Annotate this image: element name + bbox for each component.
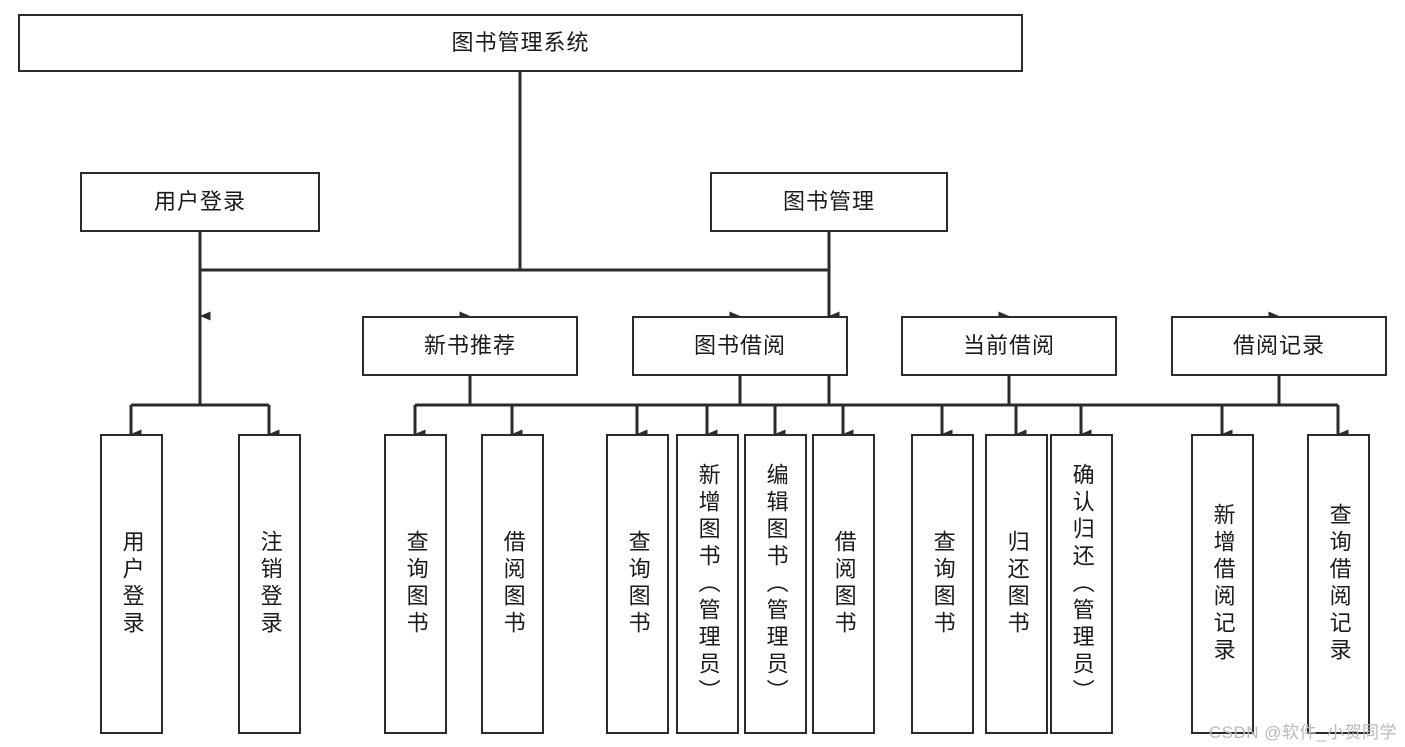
node-current-borrow[interactable]: 当前借阅 bbox=[901, 316, 1117, 376]
node-new-book-recommend[interactable]: 新书推荐 bbox=[362, 316, 578, 376]
node-leaf-confirm-return-admin[interactable]: 确认归还（管理员） bbox=[1050, 434, 1113, 734]
node-leaf-edit-book-admin-label: 编辑图书（管理员） bbox=[763, 462, 789, 706]
node-leaf-query-borrow-record-label: 查询借阅记录 bbox=[1326, 503, 1352, 665]
node-leaf-add-borrow-record[interactable]: 新增借阅记录 bbox=[1191, 434, 1254, 734]
node-root-label: 图书管理系统 bbox=[451, 29, 590, 55]
node-leaf-confirm-return-admin-label: 确认归还（管理员） bbox=[1069, 462, 1095, 706]
node-user-login-label: 用户登录 bbox=[153, 188, 246, 214]
node-leaf-return-book-label: 归还图书 bbox=[1004, 530, 1030, 638]
node-leaf-borrow-book-label: 借阅图书 bbox=[831, 530, 857, 638]
node-book-borrow[interactable]: 图书借阅 bbox=[632, 316, 848, 376]
watermark: CSDN @软件_小贺同学 bbox=[1208, 723, 1397, 742]
node-leaf-borrow-book[interactable]: 借阅图书 bbox=[812, 434, 875, 734]
node-root[interactable]: 图书管理系统 bbox=[18, 14, 1023, 72]
node-leaf-query-borrow-record[interactable]: 查询借阅记录 bbox=[1307, 434, 1370, 734]
node-leaf-add-borrow-record-label: 新增借阅记录 bbox=[1210, 503, 1236, 665]
node-leaf-query-book-recommend-label: 查询图书 bbox=[403, 530, 429, 638]
node-book-management[interactable]: 图书管理 bbox=[710, 172, 948, 232]
connector-group bbox=[129, 72, 1349, 439]
node-leaf-query-book-recommend[interactable]: 查询图书 bbox=[384, 434, 447, 734]
node-leaf-query-book-borrow-label: 查询图书 bbox=[625, 530, 651, 638]
node-new-book-recommend-label: 新书推荐 bbox=[423, 332, 516, 358]
node-current-borrow-label: 当前借阅 bbox=[962, 332, 1055, 358]
node-leaf-add-book-admin[interactable]: 新增图书（管理员） bbox=[676, 434, 739, 734]
node-leaf-query-book-current[interactable]: 查询图书 bbox=[911, 434, 974, 734]
node-book-borrow-label: 图书借阅 bbox=[693, 332, 786, 358]
node-leaf-borrow-book-recommend-label: 借阅图书 bbox=[500, 530, 526, 638]
node-leaf-user-login[interactable]: 用户登录 bbox=[100, 434, 163, 734]
node-book-management-label: 图书管理 bbox=[782, 188, 875, 214]
node-leaf-edit-book-admin[interactable]: 编辑图书（管理员） bbox=[744, 434, 807, 734]
node-leaf-return-book[interactable]: 归还图书 bbox=[985, 434, 1048, 734]
node-borrow-record[interactable]: 借阅记录 bbox=[1171, 316, 1387, 376]
node-leaf-logout[interactable]: 注销登录 bbox=[238, 434, 301, 734]
node-borrow-record-label: 借阅记录 bbox=[1232, 332, 1325, 358]
node-leaf-user-login-label: 用户登录 bbox=[119, 530, 145, 638]
node-leaf-add-book-admin-label: 新增图书（管理员） bbox=[695, 462, 721, 706]
node-leaf-query-book-current-label: 查询图书 bbox=[930, 530, 956, 638]
node-leaf-borrow-book-recommend[interactable]: 借阅图书 bbox=[481, 434, 544, 734]
node-leaf-query-book-borrow[interactable]: 查询图书 bbox=[606, 434, 669, 734]
node-user-login[interactable]: 用户登录 bbox=[80, 172, 320, 232]
node-leaf-logout-label: 注销登录 bbox=[257, 530, 283, 638]
